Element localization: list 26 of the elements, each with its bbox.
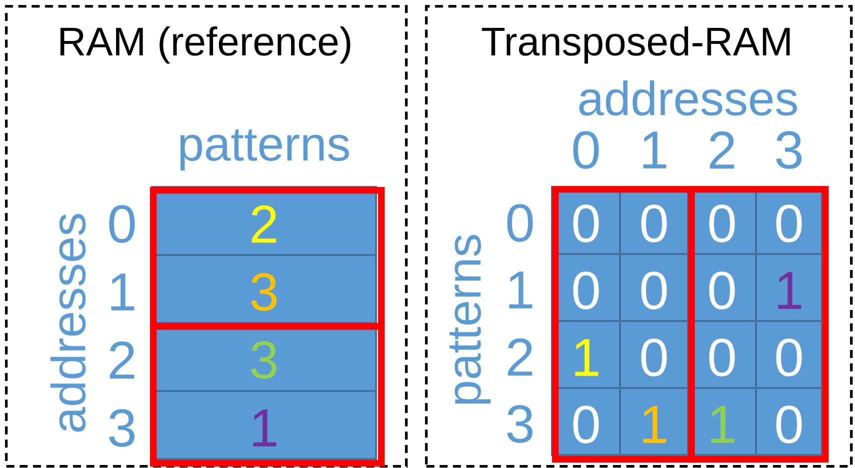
column-label: 3 — [776, 131, 802, 169]
row-label: 3 — [109, 409, 134, 447]
table-cell: 1 — [619, 387, 689, 456]
table-cell: 0 — [755, 320, 823, 389]
row-label: 3 — [507, 405, 532, 443]
table-cell: 1 — [151, 390, 377, 460]
table-cell: 0 — [755, 186, 823, 255]
axis-label: addresses — [579, 80, 797, 116]
row-label: 1 — [111, 274, 134, 310]
axis-label: addresses — [50, 214, 86, 432]
table-cell: 0 — [619, 253, 689, 322]
row-label: 0 — [109, 205, 135, 243]
group-outline — [688, 186, 829, 463]
table-cell: 1 — [755, 253, 823, 322]
column-label: 2 — [710, 131, 734, 169]
group-outline — [150, 323, 385, 467]
column-label: 1 — [643, 132, 666, 168]
axis-label: patterns — [450, 235, 490, 404]
row-label: 2 — [110, 341, 134, 379]
row-label: 0 — [507, 204, 533, 242]
table-cell: 0 — [619, 320, 689, 389]
row-label: 2 — [508, 338, 532, 376]
row-label: 1 — [509, 272, 532, 308]
column-label: 0 — [573, 131, 599, 169]
table-cell: 0 — [755, 387, 823, 456]
table-cell: 3 — [151, 254, 377, 324]
